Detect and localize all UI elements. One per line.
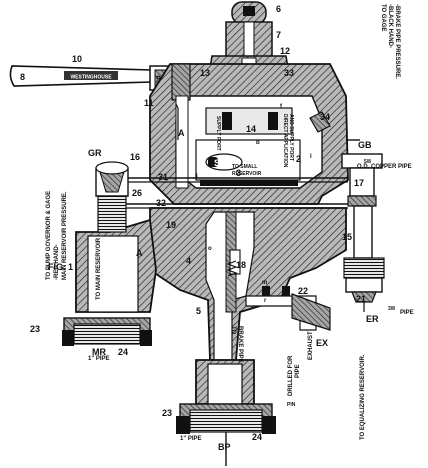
part-6: 6 <box>276 4 281 14</box>
part-14: 14 <box>246 124 256 134</box>
part-15: 15 <box>342 232 352 242</box>
part-4: 4 <box>186 256 191 266</box>
part-5: 5 <box>196 306 201 316</box>
figure-label: FIG. 1 <box>48 262 73 272</box>
part-10: 10 <box>72 54 82 64</box>
part-2: 2 <box>296 154 301 164</box>
port-gb: GB <box>358 140 372 150</box>
handle-nameplate <box>64 71 118 80</box>
chamber-s: S <box>214 158 220 168</box>
air-flow-arrow-a <box>175 103 179 140</box>
chamber-n: n <box>286 288 290 294</box>
label-to-brake-pipe-2: BRAKE PIPE <box>237 326 243 363</box>
label-small-reservoir-2: RESERVOIR <box>232 171 262 177</box>
valve-body <box>149 63 349 205</box>
label-small-reservoir-1: TO SMALL <box>232 164 257 170</box>
label-drilled-pin: PIN <box>287 402 296 408</box>
label-copper-pipe: O.D. COPPER PIPE <box>357 164 412 170</box>
label-copper-size: 5/8 <box>364 159 371 165</box>
chamber-l-a: l <box>196 174 198 180</box>
part-32: 32 <box>156 198 166 208</box>
label-exhaust: EXHAUST <box>308 331 314 360</box>
label-supply-port: SUPPLY PORT <box>215 116 221 151</box>
label-pump-governor-3: MAIN RESERVOIR PRESSURE. <box>62 191 68 280</box>
label-direct-application-2: AND SUPPLY PORT <box>288 114 294 161</box>
chamber-r: r <box>264 298 267 304</box>
label-drilled-pipe: PIPE <box>295 364 301 378</box>
port-ex: EX <box>316 338 328 348</box>
label-drilled-for: DRILLED FOR <box>288 355 294 396</box>
part-34: 34 <box>320 112 330 122</box>
chamber-l-b: l <box>310 154 312 160</box>
label-to-equalizing-reservoir: TO EQUALIZING RESERVOIR. <box>360 354 366 440</box>
equalizing-pipe-union <box>341 139 385 312</box>
part-8: 8 <box>20 72 25 82</box>
part-16: 16 <box>130 152 140 162</box>
part-22: 22 <box>298 286 308 296</box>
part-19: 19 <box>166 220 176 230</box>
label-direct-application-1: DIRECT APPLICATION <box>282 114 288 168</box>
label-pump-governor-2: -RED HAND- <box>54 244 60 280</box>
part-7: 7 <box>276 30 281 40</box>
chamber-a-lower: A <box>136 248 143 258</box>
pipe-bracket <box>149 207 347 361</box>
label-pipe-bp: 1" PIPE <box>180 436 202 442</box>
label-to-gage-2: -BLACK HAND- <box>387 4 393 48</box>
part-3: 3 <box>236 168 241 178</box>
label-to-brake-pipe-1: TO <box>230 326 236 335</box>
handle: WESTINGHOUSE <box>9 65 173 91</box>
part-13: 13 <box>200 68 210 78</box>
part-33: 33 <box>284 68 294 78</box>
part-23-mr: 23 <box>30 324 40 334</box>
part-18: 18 <box>236 260 246 270</box>
main-reservoir-connection <box>62 161 157 346</box>
chamber-f: f <box>280 104 283 110</box>
label-to-main-reservoir: TO MAIN RESERVOIR <box>96 237 102 300</box>
part-31: 31 <box>158 172 168 182</box>
part-24-bp: 24 <box>252 432 262 442</box>
part-24-mr: 24 <box>118 347 128 357</box>
part-9: 9 <box>156 74 161 84</box>
label-er-pipe: PIPE <box>400 310 414 316</box>
brake-pipe-connection <box>176 359 276 466</box>
part-17: 17 <box>354 178 364 188</box>
port-mr: MR <box>92 347 106 357</box>
port-gr: GR <box>88 148 102 158</box>
label-to-gage-3: -BRAKE PIPE PRESSURE. <box>394 4 400 79</box>
chamber-a-upper: A <box>178 128 185 138</box>
port-bp: BP <box>218 442 231 452</box>
part-23-bp: 23 <box>162 408 172 418</box>
part-12: 12 <box>280 46 290 56</box>
label-er-size: 3/8 <box>388 306 395 312</box>
chamber-m: m <box>262 280 267 286</box>
label-to-gage-1: TO GAGE <box>380 4 386 32</box>
label-pipe-mr: 1" PIPE <box>88 356 110 362</box>
handle-nameplate-text: WESTINGHOUSE <box>70 75 112 81</box>
part-21: 21 <box>356 294 366 304</box>
chamber-b: b <box>256 140 260 146</box>
part-26: 26 <box>132 188 142 198</box>
chamber-o: o <box>208 246 212 252</box>
label-pump-governor-1: TO PUMP GOVERNOR & GAGE <box>46 191 52 280</box>
port-er: ER <box>366 314 379 324</box>
part-11: 11 <box>144 98 154 108</box>
